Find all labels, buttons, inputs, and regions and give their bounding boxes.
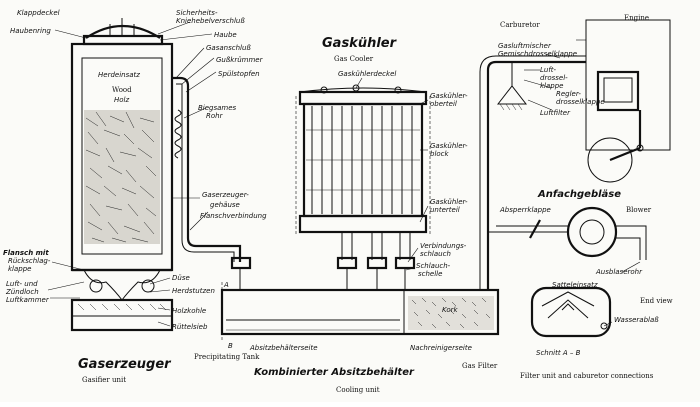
caption-gasifier-unit: Gasifier unit — [82, 376, 126, 384]
label-haube: Haube — [214, 31, 237, 39]
caption-gas-filter: Gas Filter — [462, 362, 498, 370]
label-regler-1: Regler- — [556, 90, 581, 98]
label-end-view: End view — [640, 297, 673, 305]
filter-packing — [408, 296, 494, 330]
label-rohr: Rohr — [206, 112, 224, 120]
label-luft-drossel-3: klappe — [540, 82, 563, 90]
label-herdstutzen: Herdstutzen — [172, 287, 215, 295]
label-luftkammer: Luftkammer — [6, 296, 50, 304]
label-anfachgeblaese: Anfachgebläse — [537, 189, 621, 200]
label-gaserzeuger-gehaeuse-1: Gaserzeuger- — [202, 191, 249, 199]
label-engine: Engine — [624, 14, 649, 22]
label-blower: Blower — [626, 206, 652, 214]
label-sicherheits: Sicherheits- — [176, 9, 218, 17]
label-nachreinigerseite: Nachreinigerseite — [410, 344, 472, 352]
caption-precipitating-tank: Precipitating Tank — [194, 353, 260, 361]
label-a-marker: A — [223, 281, 229, 289]
label-biegsames: Biegsames — [198, 104, 237, 112]
label-flansch-mit-2: Rückschlag- — [8, 257, 51, 265]
label-gaskuehler-unterteil-2: unterteil — [430, 206, 460, 214]
label-luft-und-2: Zündloch — [5, 288, 39, 296]
title-gaskuehler: Gaskühler — [322, 36, 398, 51]
carburetor-engine — [488, 19, 671, 273]
label-regler-2: drosselklappe — [556, 98, 605, 106]
wood-fill — [84, 110, 160, 244]
label-verbindungs-2: schlauch — [420, 250, 451, 258]
label-flanschverbindung: Flanschverbindung — [200, 212, 267, 220]
title-gaserzeuger: Gaserzeuger — [78, 357, 172, 372]
label-verbindungs-1: Verbindungs- — [420, 242, 467, 250]
label-luft-drossel-1: Luft- — [540, 66, 557, 74]
label-klappdeckel: Klappdeckel — [17, 9, 60, 17]
caption-gas-cooler: Gas Cooler — [334, 55, 374, 63]
label-duse: Düse — [172, 274, 190, 282]
label-carburetor: Carburetor — [500, 21, 540, 29]
label-gasluftmischer-2: Gemischdrosselklappe — [498, 50, 577, 58]
label-absitzbehaelterseite: Absitzbehälterseite — [249, 344, 318, 352]
title-kombinierter: Kombinierter Absitzbehälter — [254, 367, 415, 378]
label-satteleinsatz: Satteleinsatz — [552, 281, 598, 289]
label-absperrklappe: Absperrklappe — [499, 206, 551, 214]
label-gaskuehler-oberteil-1: Gaskühler- — [430, 92, 468, 100]
label-ruttelsieb: Rüttelsieb — [172, 323, 208, 331]
cooler-fins — [306, 106, 420, 214]
label-gaskuehler-unterteil-1: Gaskühler- — [430, 198, 468, 206]
label-gasluftmischer-1: Gasluftmischer — [498, 42, 552, 50]
label-spulstopfen: Spülstopfen — [218, 70, 260, 78]
gasifier-unit — [47, 18, 242, 332]
settling-tank — [220, 55, 586, 342]
label-kniehebelverschluss: Kniehebelverschluß — [176, 17, 245, 25]
label-luft-und-1: Luft- und — [6, 280, 38, 288]
label-luft-drossel-2: drossel- — [540, 74, 568, 82]
end-view — [530, 286, 613, 338]
label-wood: Wood — [112, 86, 132, 94]
label-haubenring: Haubenring — [10, 27, 51, 35]
label-flansch-mit-1: Flansch mit — [3, 249, 49, 257]
label-flansch-mit-3: klappe — [8, 265, 31, 273]
gas-cooler — [230, 77, 431, 271]
label-gaskuehlerdeckel: Gaskühlerdeckel — [338, 70, 396, 78]
label-gaskuehler-block-2: block — [430, 150, 450, 158]
label-gaskuehler-oberteil-2: oberteil — [430, 100, 457, 108]
label-holz: Holz — [114, 96, 129, 104]
label-kork: Kork — [442, 306, 459, 314]
label-schlauch-2: schelle — [418, 270, 442, 278]
label-b-marker: B — [228, 342, 233, 350]
caption-filter-unit: Filter unit and caburetor connections — [520, 372, 654, 380]
label-ausblaserohr: Ausblaserohr — [595, 268, 643, 276]
label-schlauch-1: Schlauch- — [416, 262, 451, 270]
label-luftfilter: Luftfilter — [540, 109, 571, 117]
label-herdeinsatz: Herdeinsatz — [98, 71, 140, 79]
label-gusskruemmer: Gußkrümmer — [216, 56, 264, 64]
label-holzkohle: Holzkohle — [172, 307, 206, 315]
label-gaskuehler-block-1: Gaskühler- — [430, 142, 468, 150]
caption-cooling-unit: Cooling unit — [336, 386, 380, 394]
label-schnitt: Schnitt A – B — [536, 349, 581, 357]
label-gaserzeuger-gehaeuse-2: gehäuse — [210, 201, 240, 209]
label-gasanschluss: Gasanschluß — [206, 44, 251, 52]
label-wasserablass: Wasserablaß — [614, 316, 659, 324]
